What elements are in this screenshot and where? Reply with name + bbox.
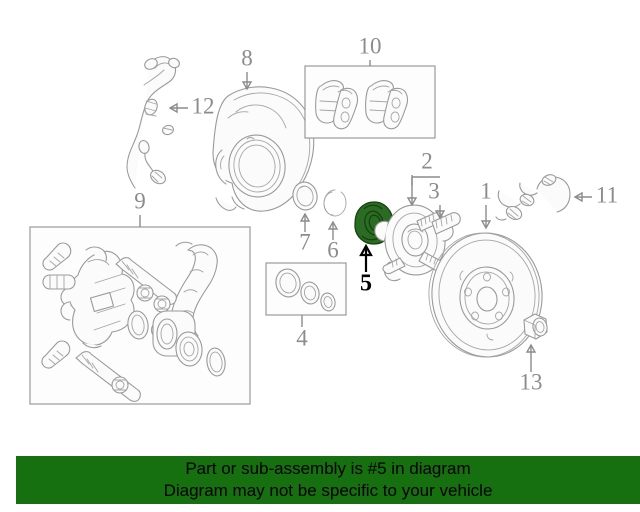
callout-6: 6 <box>327 220 339 262</box>
part-oil-seal-ring <box>292 181 318 211</box>
callout-4: 4 <box>296 315 308 350</box>
caliper-bushing-a <box>136 284 154 302</box>
banner-line-1: Part or sub-assembly is #5 in diagram <box>185 459 471 478</box>
callout-11-label: 11 <box>596 182 618 207</box>
part-brake-dust-shield <box>212 86 315 212</box>
caliper-bushing-c <box>111 376 129 394</box>
callout-3: 3 <box>428 178 446 220</box>
callout-1-label: 1 <box>480 178 492 203</box>
callout-7: 7 <box>299 212 311 254</box>
caliper-bolt-upper-left <box>42 242 72 271</box>
callout-6-label: 6 <box>327 237 339 262</box>
part-caliper-seal-kit-box <box>265 262 347 316</box>
callout-8: 8 <box>241 45 253 91</box>
callout-10: 10 <box>359 33 382 66</box>
caliper-bolt-left-small <box>42 274 76 290</box>
callout-7-label: 7 <box>299 229 311 254</box>
callout-13-label: 13 <box>520 369 543 394</box>
diagram-notice-banner: Part or sub-assembly is #5 in diagram Di… <box>16 456 640 504</box>
callout-5-label: 5 <box>360 271 372 297</box>
callout-1: 1 <box>480 178 492 230</box>
callout-12-label: 12 <box>192 93 215 118</box>
diagram-illustration: 12 8 <box>29 33 618 405</box>
caliper-slide-pin-upper <box>115 257 177 305</box>
callout-2: 2 <box>406 148 440 207</box>
callout-9-label: 9 <box>134 188 146 213</box>
part-brake-hose <box>495 174 571 221</box>
callout-2-label: 2 <box>421 148 433 173</box>
callout-4-label: 4 <box>296 325 308 350</box>
part-brake-caliper-assembly-box <box>29 226 251 405</box>
part-snap-ring-circlip <box>323 189 347 217</box>
callout-13: 13 <box>520 343 543 394</box>
part-wheel-lug-nut <box>523 313 548 340</box>
callout-8-label: 8 <box>241 45 253 70</box>
part-brake-rotor-disc <box>428 232 543 358</box>
part-abs-speed-sensor-wire <box>126 56 180 189</box>
caliper-bushing-b <box>153 295 171 313</box>
part-hub-stud-bolt <box>431 212 461 235</box>
callout-3-label: 3 <box>428 178 440 203</box>
banner-line-2: Diagram may not be specific to your vehi… <box>163 481 493 500</box>
callout-5: 5 <box>359 243 373 297</box>
callout-9: 9 <box>134 188 146 227</box>
hub-stud-left <box>382 257 406 275</box>
callout-12: 12 <box>168 93 215 118</box>
callout-10-label: 10 <box>359 33 382 58</box>
part-brake-pad-set-box <box>304 65 436 139</box>
callout-11: 11 <box>573 182 618 207</box>
part-wheel-hub <box>374 204 454 282</box>
caliper-bolt-lower-left <box>41 340 71 369</box>
diagram-canvas: 12 8 <box>29 33 618 405</box>
